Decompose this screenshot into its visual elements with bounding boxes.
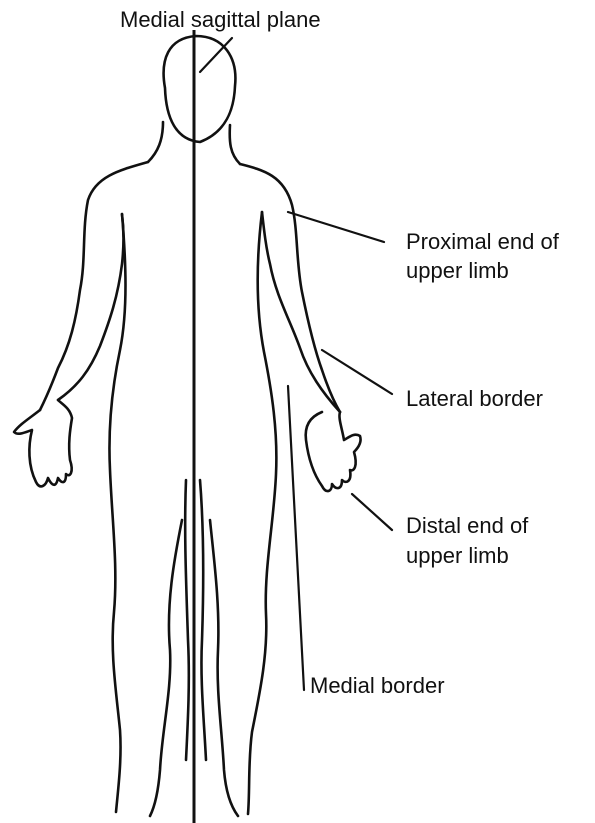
crotch-left [185, 480, 189, 760]
left-shoulder-arm [40, 162, 148, 410]
label-distal-end-line1: Distal end of [406, 512, 528, 539]
leader-proximal-end [288, 212, 384, 242]
right-shoulder-arm [240, 164, 340, 412]
crotch-right [200, 480, 206, 760]
neck-left [148, 122, 163, 162]
body-outline [14, 36, 361, 816]
label-medial-sagittal-plane: Medial sagittal plane [120, 6, 321, 33]
leader-medial-sagittal [200, 38, 232, 72]
label-proximal-end-line1: Proximal end of [406, 228, 559, 255]
left-torso-leg [109, 214, 125, 812]
left-inner-arm [58, 214, 124, 400]
head [164, 36, 236, 142]
leader-distal-end [352, 494, 392, 530]
label-distal-end-line2: upper limb [406, 542, 509, 569]
right-hand [306, 412, 361, 491]
left-hand [14, 400, 72, 486]
right-torso-leg [248, 212, 276, 814]
leader-medial-border [288, 386, 304, 690]
leader-lateral-border [322, 350, 392, 394]
right-inner-leg [210, 520, 238, 816]
label-lateral-border: Lateral border [406, 385, 543, 412]
label-medial-border: Medial border [310, 672, 445, 699]
left-inner-leg [150, 520, 182, 816]
right-inner-arm [262, 212, 340, 412]
label-proximal-end-line2: upper limb [406, 257, 509, 284]
neck-right [230, 125, 240, 164]
